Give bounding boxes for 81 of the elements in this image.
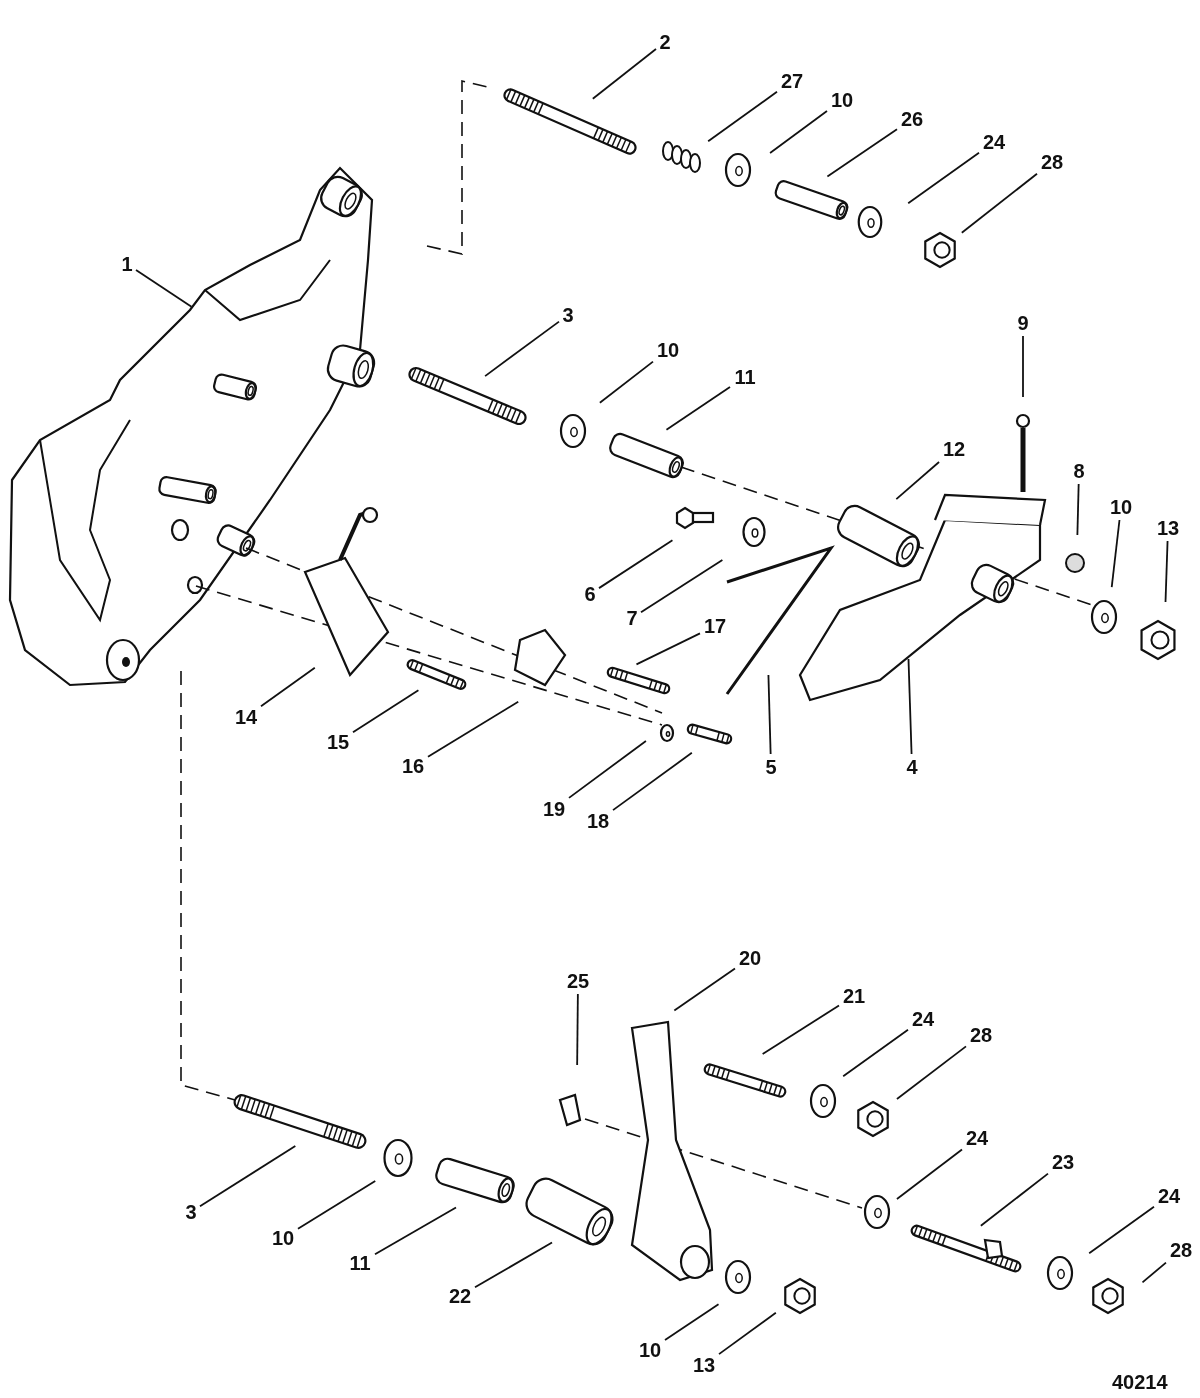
callout-number: 24 <box>965 1128 989 1148</box>
callout-number: 16 <box>401 756 425 776</box>
callout-number: 13 <box>692 1355 716 1375</box>
callout-number: 5 <box>765 757 777 777</box>
callout-number: 3 <box>185 1202 197 1222</box>
leader-line <box>896 1148 963 1200</box>
leader-line <box>1022 335 1024 398</box>
callout-number: 26 <box>900 109 924 129</box>
leader-line <box>474 1241 553 1289</box>
leader-line <box>826 128 898 178</box>
callout-number: 10 <box>1109 497 1133 517</box>
leader-line <box>665 386 731 431</box>
leader-line <box>960 172 1038 234</box>
figure-number: 40214 <box>1112 1372 1168 1392</box>
leader-line <box>352 689 420 734</box>
leader-line <box>297 1180 377 1230</box>
callout-number: 18 <box>586 811 610 831</box>
leader-line <box>907 658 913 755</box>
leader-line <box>707 90 778 143</box>
callout-number: 24 <box>1157 1186 1181 1206</box>
leader-line <box>761 1004 840 1055</box>
leader-line <box>1088 1205 1155 1255</box>
callout-number: 28 <box>1169 1240 1193 1260</box>
callout-number: 8 <box>1073 461 1085 481</box>
callout-number: 28 <box>1040 152 1064 172</box>
callout-number: 10 <box>271 1228 295 1248</box>
leader-line <box>635 632 701 666</box>
callout-number: 17 <box>703 616 727 636</box>
callout-number: 11 <box>734 367 756 387</box>
leader-line <box>568 740 647 799</box>
callout-number: 2 <box>659 32 671 52</box>
callout-number: 9 <box>1017 313 1029 333</box>
leader-line <box>591 48 657 100</box>
leader-line <box>427 700 520 758</box>
callout-number: 10 <box>656 340 680 360</box>
leader-line <box>135 269 193 308</box>
callout-number: 7 <box>626 608 638 628</box>
leader-line <box>895 461 940 501</box>
callout-number: 1 <box>121 254 133 274</box>
callout-number: 11 <box>349 1253 371 1273</box>
callout-number: 3 <box>562 305 574 325</box>
callout-number: 14 <box>234 707 258 727</box>
leader-line <box>1110 519 1121 588</box>
leader-line <box>598 360 654 404</box>
leader-line <box>199 1145 297 1208</box>
leader-line <box>673 967 736 1012</box>
callout-number: 13 <box>1156 518 1180 538</box>
callout-number: 19 <box>542 799 566 819</box>
leader-line <box>842 1028 909 1078</box>
leader-line <box>260 666 316 708</box>
callout-number: 4 <box>906 757 918 777</box>
callout-number: 12 <box>942 439 966 459</box>
leader-line <box>769 110 828 154</box>
leader-line <box>576 993 579 1066</box>
leader-line <box>598 539 674 590</box>
callout-number: 23 <box>1051 1152 1075 1172</box>
leader-line <box>664 1303 720 1341</box>
leader-line <box>979 1172 1049 1227</box>
callout-number: 22 <box>448 1286 472 1306</box>
leader-line <box>1164 540 1169 603</box>
leader-line <box>612 751 693 811</box>
callout-number: 15 <box>326 732 350 752</box>
callout-number: 27 <box>780 71 804 91</box>
leader-line <box>896 1045 967 1100</box>
leader-line <box>767 674 772 755</box>
leader-line <box>1076 483 1080 536</box>
callout-number: 10 <box>830 90 854 110</box>
leader-line <box>718 1311 777 1355</box>
callout-number: 20 <box>738 948 762 968</box>
callout-number: 10 <box>638 1340 662 1360</box>
callout-number: 25 <box>566 971 590 991</box>
leader-line <box>1141 1261 1167 1284</box>
leader-line <box>640 559 724 614</box>
callout-number: 6 <box>584 584 596 604</box>
leader-line <box>907 151 980 205</box>
callout-number: 28 <box>969 1025 993 1045</box>
callout-number: 24 <box>982 132 1006 152</box>
callout-number: 21 <box>842 986 866 1006</box>
leader-line <box>484 320 560 377</box>
callout-number: 24 <box>911 1009 935 1029</box>
leader-line <box>374 1206 457 1256</box>
